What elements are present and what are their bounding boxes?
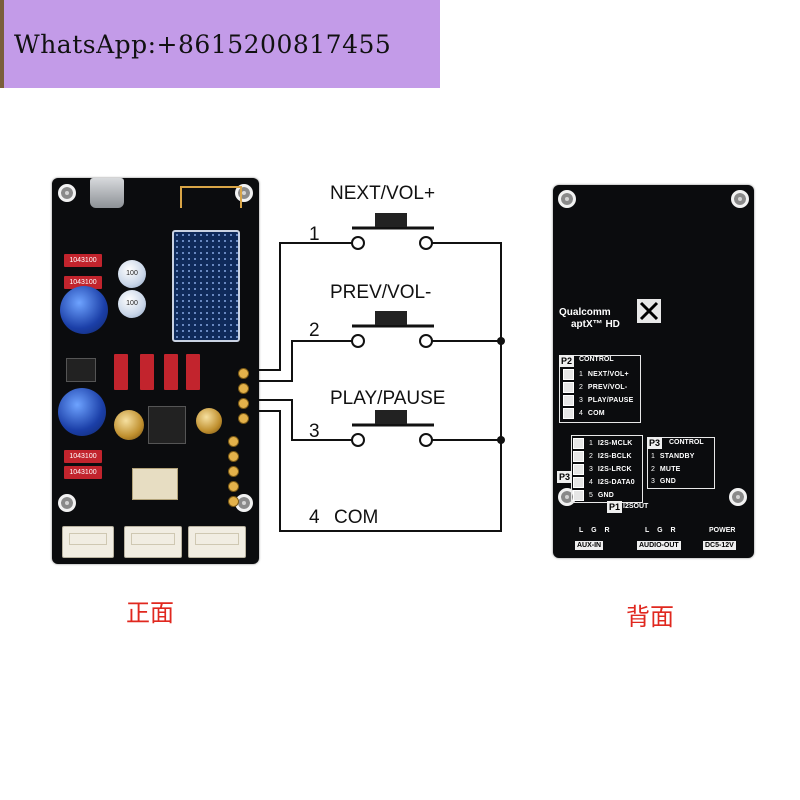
aptx-brand: aptX™ HD xyxy=(571,319,620,330)
front-caption: 正面 xyxy=(126,600,174,627)
aux-in-label: AUX-IN xyxy=(575,541,604,550)
p1-badge: P1 xyxy=(607,501,623,513)
button-2-number: 2 xyxy=(309,320,320,341)
capacitor-blue xyxy=(58,388,106,436)
p2-block xyxy=(559,355,641,423)
resistor: 1043100 xyxy=(64,276,102,289)
pcb-antenna-icon xyxy=(180,186,242,208)
resistor: 1043100 xyxy=(64,466,102,479)
capacitor-gold xyxy=(114,410,144,440)
capacitor-blue xyxy=(60,286,108,334)
mount-hole xyxy=(58,184,76,202)
resistor xyxy=(140,354,154,390)
mount-hole xyxy=(58,494,76,512)
aux-in-connector xyxy=(62,526,114,558)
resistor xyxy=(186,354,200,390)
front-board-photo: 1043100 1043100 1043100 1043100 100 100 xyxy=(52,178,259,564)
audio-out-connector xyxy=(124,526,182,558)
resistor xyxy=(114,354,128,390)
mount-hole xyxy=(235,184,253,202)
aux-in-pins: L G R xyxy=(579,527,613,534)
p2-badge: P2 xyxy=(559,355,575,367)
wire-4-com xyxy=(259,242,502,532)
button-3-number: 3 xyxy=(309,421,320,442)
power-connector xyxy=(188,526,246,558)
switch-terminal xyxy=(351,236,365,250)
p2-header: CONTROL xyxy=(579,356,614,363)
crystal-oscillator xyxy=(132,468,178,500)
switch-2-cap xyxy=(375,311,407,325)
regulator-chip xyxy=(66,358,96,382)
wire-1 xyxy=(259,242,352,371)
control-pin-header xyxy=(238,368,249,424)
button-1-label: NEXT/VOL+ xyxy=(330,183,435,204)
power-label: DC5-12V xyxy=(703,541,736,550)
mount-hole xyxy=(731,190,749,208)
switch-terminal xyxy=(419,433,433,447)
junction-dot xyxy=(497,436,505,444)
resistor: 1043100 xyxy=(64,254,102,267)
p3-block xyxy=(647,437,715,489)
switch-terminal xyxy=(351,334,365,348)
p3-left-badge: P3 xyxy=(557,471,573,483)
audio-out-pins: L G R xyxy=(645,527,679,534)
bluetooth-module xyxy=(172,230,240,342)
com-label: COM xyxy=(334,507,378,528)
power-pins: POWER xyxy=(709,527,736,534)
switch-terminal xyxy=(419,334,433,348)
ic-chip xyxy=(148,406,186,444)
watermark-text: WhatsApp:+8615200817455 xyxy=(14,30,392,59)
capacitor-white: 100 xyxy=(118,290,146,318)
back-caption: 背面 xyxy=(626,604,674,631)
wire-3 xyxy=(259,399,352,441)
button-2-label: PREV/VOL- xyxy=(330,282,431,303)
qualcomm-brand: Qualcomm xyxy=(559,307,611,318)
com-number: 4 xyxy=(309,507,320,528)
resistor xyxy=(164,354,178,390)
audio-out-label: AUDIO-OUT xyxy=(637,541,681,550)
p1-label: I2SOUT xyxy=(623,503,649,510)
capacitor-white: 100 xyxy=(118,260,146,288)
junction-dot xyxy=(497,337,505,345)
switch-terminal xyxy=(351,433,365,447)
mount-hole xyxy=(729,488,747,506)
aptx-logo-icon xyxy=(637,299,661,323)
wire-2 xyxy=(259,340,352,382)
mount-hole xyxy=(558,190,576,208)
button-3-label: PLAY/PAUSE xyxy=(330,388,445,409)
whatsapp-watermark: WhatsApp:+8615200817455 xyxy=(0,0,440,88)
p3-badge: P3 xyxy=(647,437,663,449)
switch-terminal xyxy=(419,236,433,250)
switch-3-cap xyxy=(375,410,407,424)
i2s-pin-header xyxy=(228,436,239,507)
capacitor-gold xyxy=(196,408,222,434)
p3-header: CONTROL xyxy=(669,439,704,446)
button-1-number: 1 xyxy=(309,224,320,245)
resistor: 1043100 xyxy=(64,450,102,463)
switch-1-cap xyxy=(375,213,407,227)
usb-c-port xyxy=(90,178,124,208)
